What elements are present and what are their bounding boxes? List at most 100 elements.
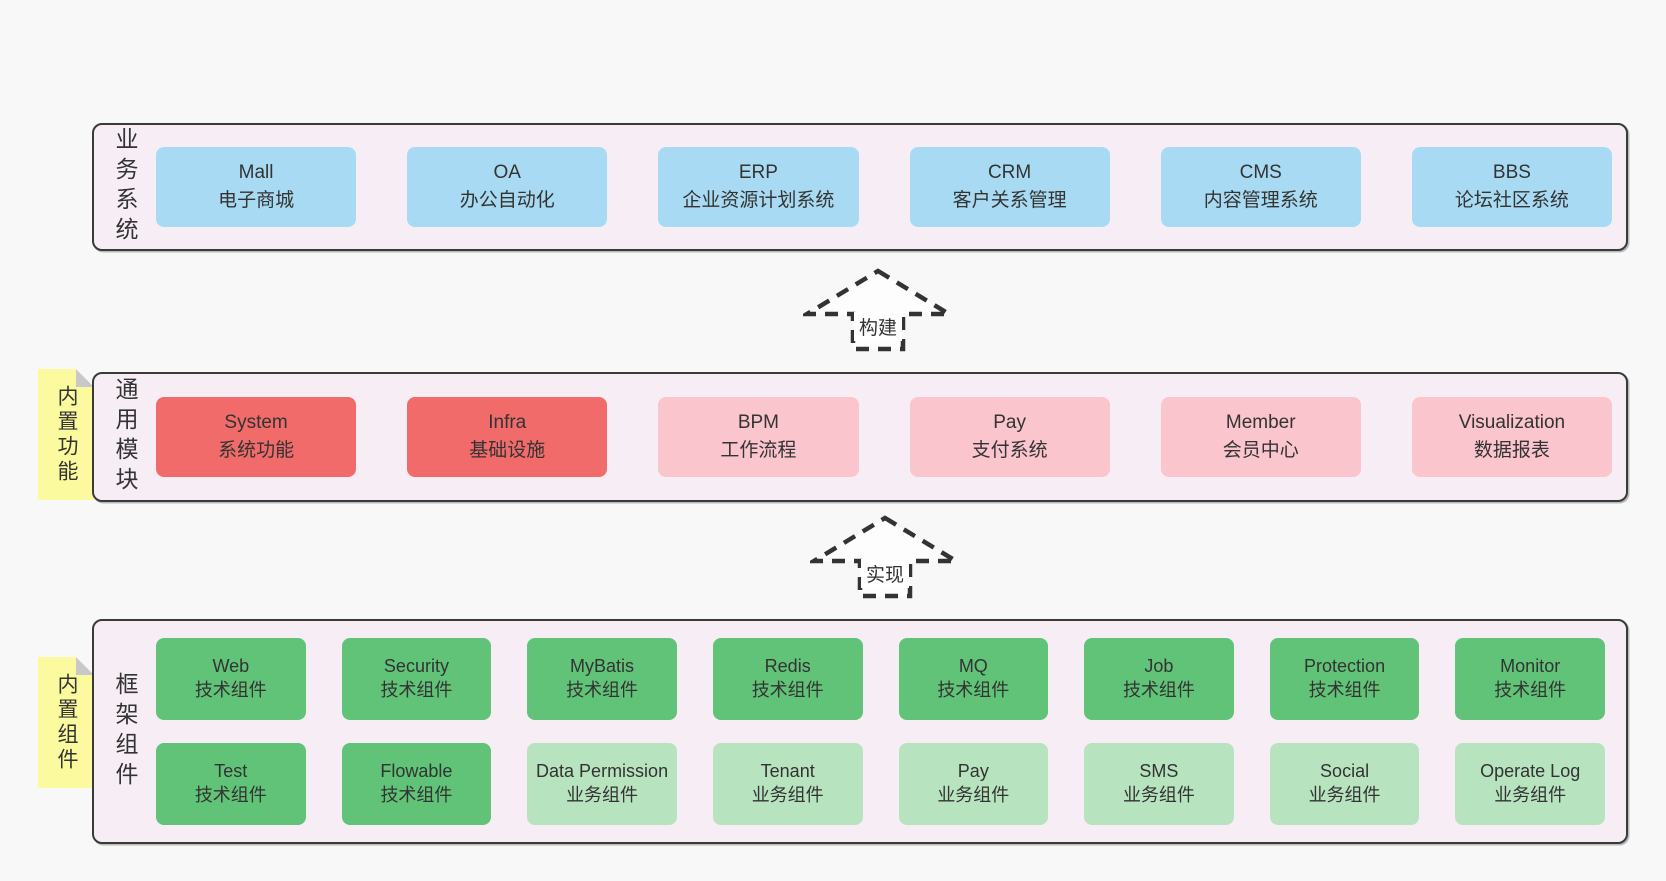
box-redis: Redis 技术组件: [712, 638, 863, 720]
box-subtitle: 技术组件: [194, 680, 267, 700]
box-tenant: Tenant 业务组件: [712, 743, 863, 825]
box-name: Redis: [764, 656, 811, 677]
box-subtitle: 内容管理系统: [1203, 190, 1318, 211]
box-subtitle: 业务组件: [1494, 785, 1567, 805]
box-mall: Mall 电子商城: [156, 147, 357, 227]
box-security: Security 技术组件: [341, 638, 492, 720]
box-subtitle: 业务组件: [751, 785, 824, 805]
box-subtitle: 技术组件: [751, 680, 824, 700]
box-subtitle: 会员中心: [1222, 440, 1299, 461]
box-subtitle: 企业资源计划系统: [682, 190, 835, 211]
box-job: Job 技术组件: [1084, 638, 1234, 720]
box-erp: ERP 企业资源计划系统: [658, 147, 859, 227]
box-subtitle: 数据报表: [1473, 440, 1550, 461]
box-name: ERP: [738, 162, 778, 184]
box-subtitle: 技术组件: [194, 785, 267, 805]
box-web: Web 技术组件: [156, 638, 306, 720]
box-subtitle: 工作流程: [720, 440, 797, 461]
box-name: Tenant: [760, 761, 815, 782]
box-subtitle: 客户关系管理: [952, 190, 1067, 211]
box-bbs: BBS 论坛社区系统: [1411, 147, 1612, 227]
box-infra: Infra 基础设施: [407, 397, 608, 477]
box-name: OA: [493, 162, 521, 184]
arrow-implement: 实现: [810, 515, 960, 599]
box-subtitle: 业务组件: [566, 785, 639, 805]
arrow-up-icon: [803, 268, 953, 352]
box-subtitle: 技术组件: [937, 680, 1010, 700]
business-systems-row: Mall 电子商城 OA 办公自动化 ERP 企业资源计划系统 CRM 客户关系…: [156, 125, 1626, 249]
box-mq: MQ 技术组件: [898, 638, 1049, 720]
box-name: Job: [1144, 656, 1174, 677]
box-name: Security: [383, 656, 449, 677]
box-subtitle: 技术组件: [1494, 680, 1567, 700]
box-name: Web: [212, 656, 250, 677]
layer-label-common-modules: 通用模块: [112, 377, 138, 497]
box-name: Data Permission: [536, 761, 669, 782]
box-data-permission: Data Permission 业务组件: [527, 743, 677, 825]
box-subtitle: 技术组件: [1122, 680, 1195, 700]
sticky-note-built-in-features: 内置功能: [38, 369, 94, 500]
box-name: Member: [1225, 412, 1296, 434]
box-sms: SMS 业务组件: [1084, 743, 1234, 825]
framework-components-grid: Web 技术组件 Security 技术组件 MyBatis 技术组件 Redi…: [156, 621, 1626, 842]
box-member: Member 会员中心: [1160, 397, 1361, 477]
arrow-build-label: 构建: [853, 312, 903, 341]
sticky-note-label: 内置组件: [55, 672, 78, 773]
layer-framework-components: 框架组件 Web 技术组件 Security 技术组件 MyBatis 技术组件…: [92, 619, 1628, 844]
box-flowable: Flowable 技术组件: [341, 743, 492, 825]
box-bpm: BPM 工作流程: [658, 397, 859, 477]
box-subtitle: 基础设施: [469, 440, 546, 461]
layer-label-business-systems: 业务系统: [112, 127, 138, 247]
box-subtitle: 技术组件: [380, 680, 453, 700]
sticky-note-label: 内置功能: [55, 384, 78, 485]
box-subtitle: 系统功能: [218, 440, 295, 461]
box-name: CMS: [1239, 162, 1282, 184]
box-subtitle: 技术组件: [1308, 680, 1381, 700]
box-social: Social 业务组件: [1269, 743, 1420, 825]
layer-business-systems: 业务系统 Mall 电子商城 OA 办公自动化 ERP 企业资源计划系统 CRM…: [92, 123, 1628, 251]
box-subtitle: 办公自动化: [459, 190, 555, 211]
box-subtitle: 技术组件: [380, 785, 453, 805]
box-name: Visualization: [1458, 412, 1566, 434]
arrow-implement-label: 实现: [860, 559, 910, 588]
box-name: System: [224, 412, 288, 434]
box-name: Operate Log: [1480, 761, 1581, 782]
box-cms: CMS 内容管理系统: [1160, 147, 1361, 227]
box-system: System 系统功能: [156, 397, 357, 477]
box-name: Mall: [238, 162, 274, 184]
box-oa: OA 办公自动化: [407, 147, 608, 227]
box-name: MyBatis: [570, 656, 635, 677]
box-subtitle: 论坛社区系统: [1454, 190, 1569, 211]
common-modules-row: System 系统功能 Infra 基础设施 BPM 工作流程 Pay 支付系统…: [156, 374, 1626, 500]
box-operate-log: Operate Log 业务组件: [1455, 743, 1605, 825]
box-pay: Pay 支付系统: [909, 397, 1110, 477]
box-name: Pay: [957, 761, 989, 782]
box-name: Pay: [993, 412, 1026, 434]
box-subtitle: 业务组件: [1308, 785, 1381, 805]
box-subtitle: 业务组件: [937, 785, 1010, 805]
box-name: MQ: [958, 656, 988, 677]
box-name: Infra: [488, 412, 527, 434]
box-visualization: Visualization 数据报表: [1411, 397, 1612, 477]
box-subtitle: 业务组件: [1122, 785, 1195, 805]
box-crm: CRM 客户关系管理: [909, 147, 1110, 227]
box-name: BBS: [1492, 162, 1531, 184]
box-name: Monitor: [1500, 656, 1561, 677]
box-monitor: Monitor 技术组件: [1455, 638, 1605, 720]
box-subtitle: 支付系统: [971, 440, 1048, 461]
box-name: SMS: [1139, 761, 1179, 782]
layer-common-modules: 通用模块 System 系统功能 Infra 基础设施 BPM 工作流程 Pay…: [92, 372, 1628, 502]
box-pay-business: Pay 业务组件: [898, 743, 1049, 825]
arrow-up-icon: [810, 515, 960, 599]
arrow-build: 构建: [803, 268, 953, 352]
box-name: BPM: [737, 412, 779, 434]
layer-label-framework-components: 框架组件: [112, 671, 138, 792]
box-name: CRM: [987, 162, 1032, 184]
box-test: Test 技术组件: [156, 743, 306, 825]
box-name: Social: [1320, 761, 1370, 782]
box-subtitle: 电子商城: [218, 190, 295, 211]
box-name: Protection: [1304, 656, 1386, 677]
box-protection: Protection 技术组件: [1269, 638, 1420, 720]
box-mybatis: MyBatis 技术组件: [527, 638, 677, 720]
